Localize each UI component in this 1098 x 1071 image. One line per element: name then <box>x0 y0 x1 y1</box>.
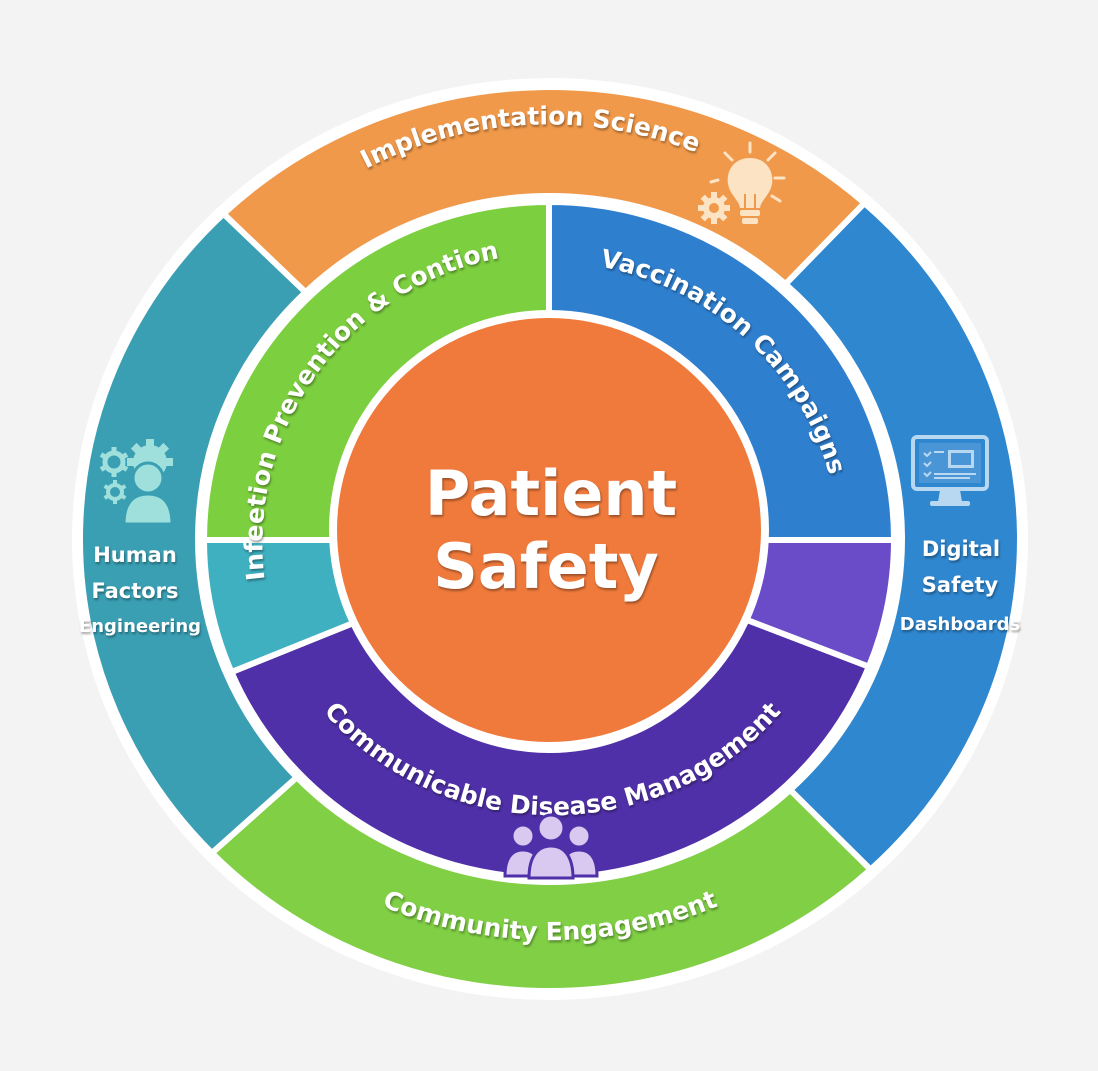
segment-label-human-line-3: Engineering <box>79 616 201 637</box>
outer-segment-human[interactable] <box>77 209 310 858</box>
segment-label-human-line-1: Human <box>93 543 177 567</box>
segment-label-digital-line-1: Digital <box>922 537 1000 561</box>
outer-segment-digital[interactable] <box>781 198 1023 874</box>
outer-segment-implementation[interactable] <box>219 84 869 297</box>
outer-segment-community[interactable] <box>207 773 875 994</box>
center-title-line-1: Patient <box>425 457 677 530</box>
outer-ring <box>77 84 1023 994</box>
center-circle[interactable] <box>337 318 761 742</box>
segment-label-digital-line-3: Dashboards <box>900 614 1021 635</box>
people-group-icon <box>503 813 599 880</box>
segment-label-digital-line-2: Safety <box>922 573 999 597</box>
person-gears-icon <box>99 439 174 526</box>
monitor-checklist-icon <box>911 435 989 506</box>
center-title-line-2: Safety <box>433 530 659 603</box>
segment-label-human-line-2: Factors <box>91 579 178 603</box>
lightbulb-gear-icon <box>698 141 786 224</box>
